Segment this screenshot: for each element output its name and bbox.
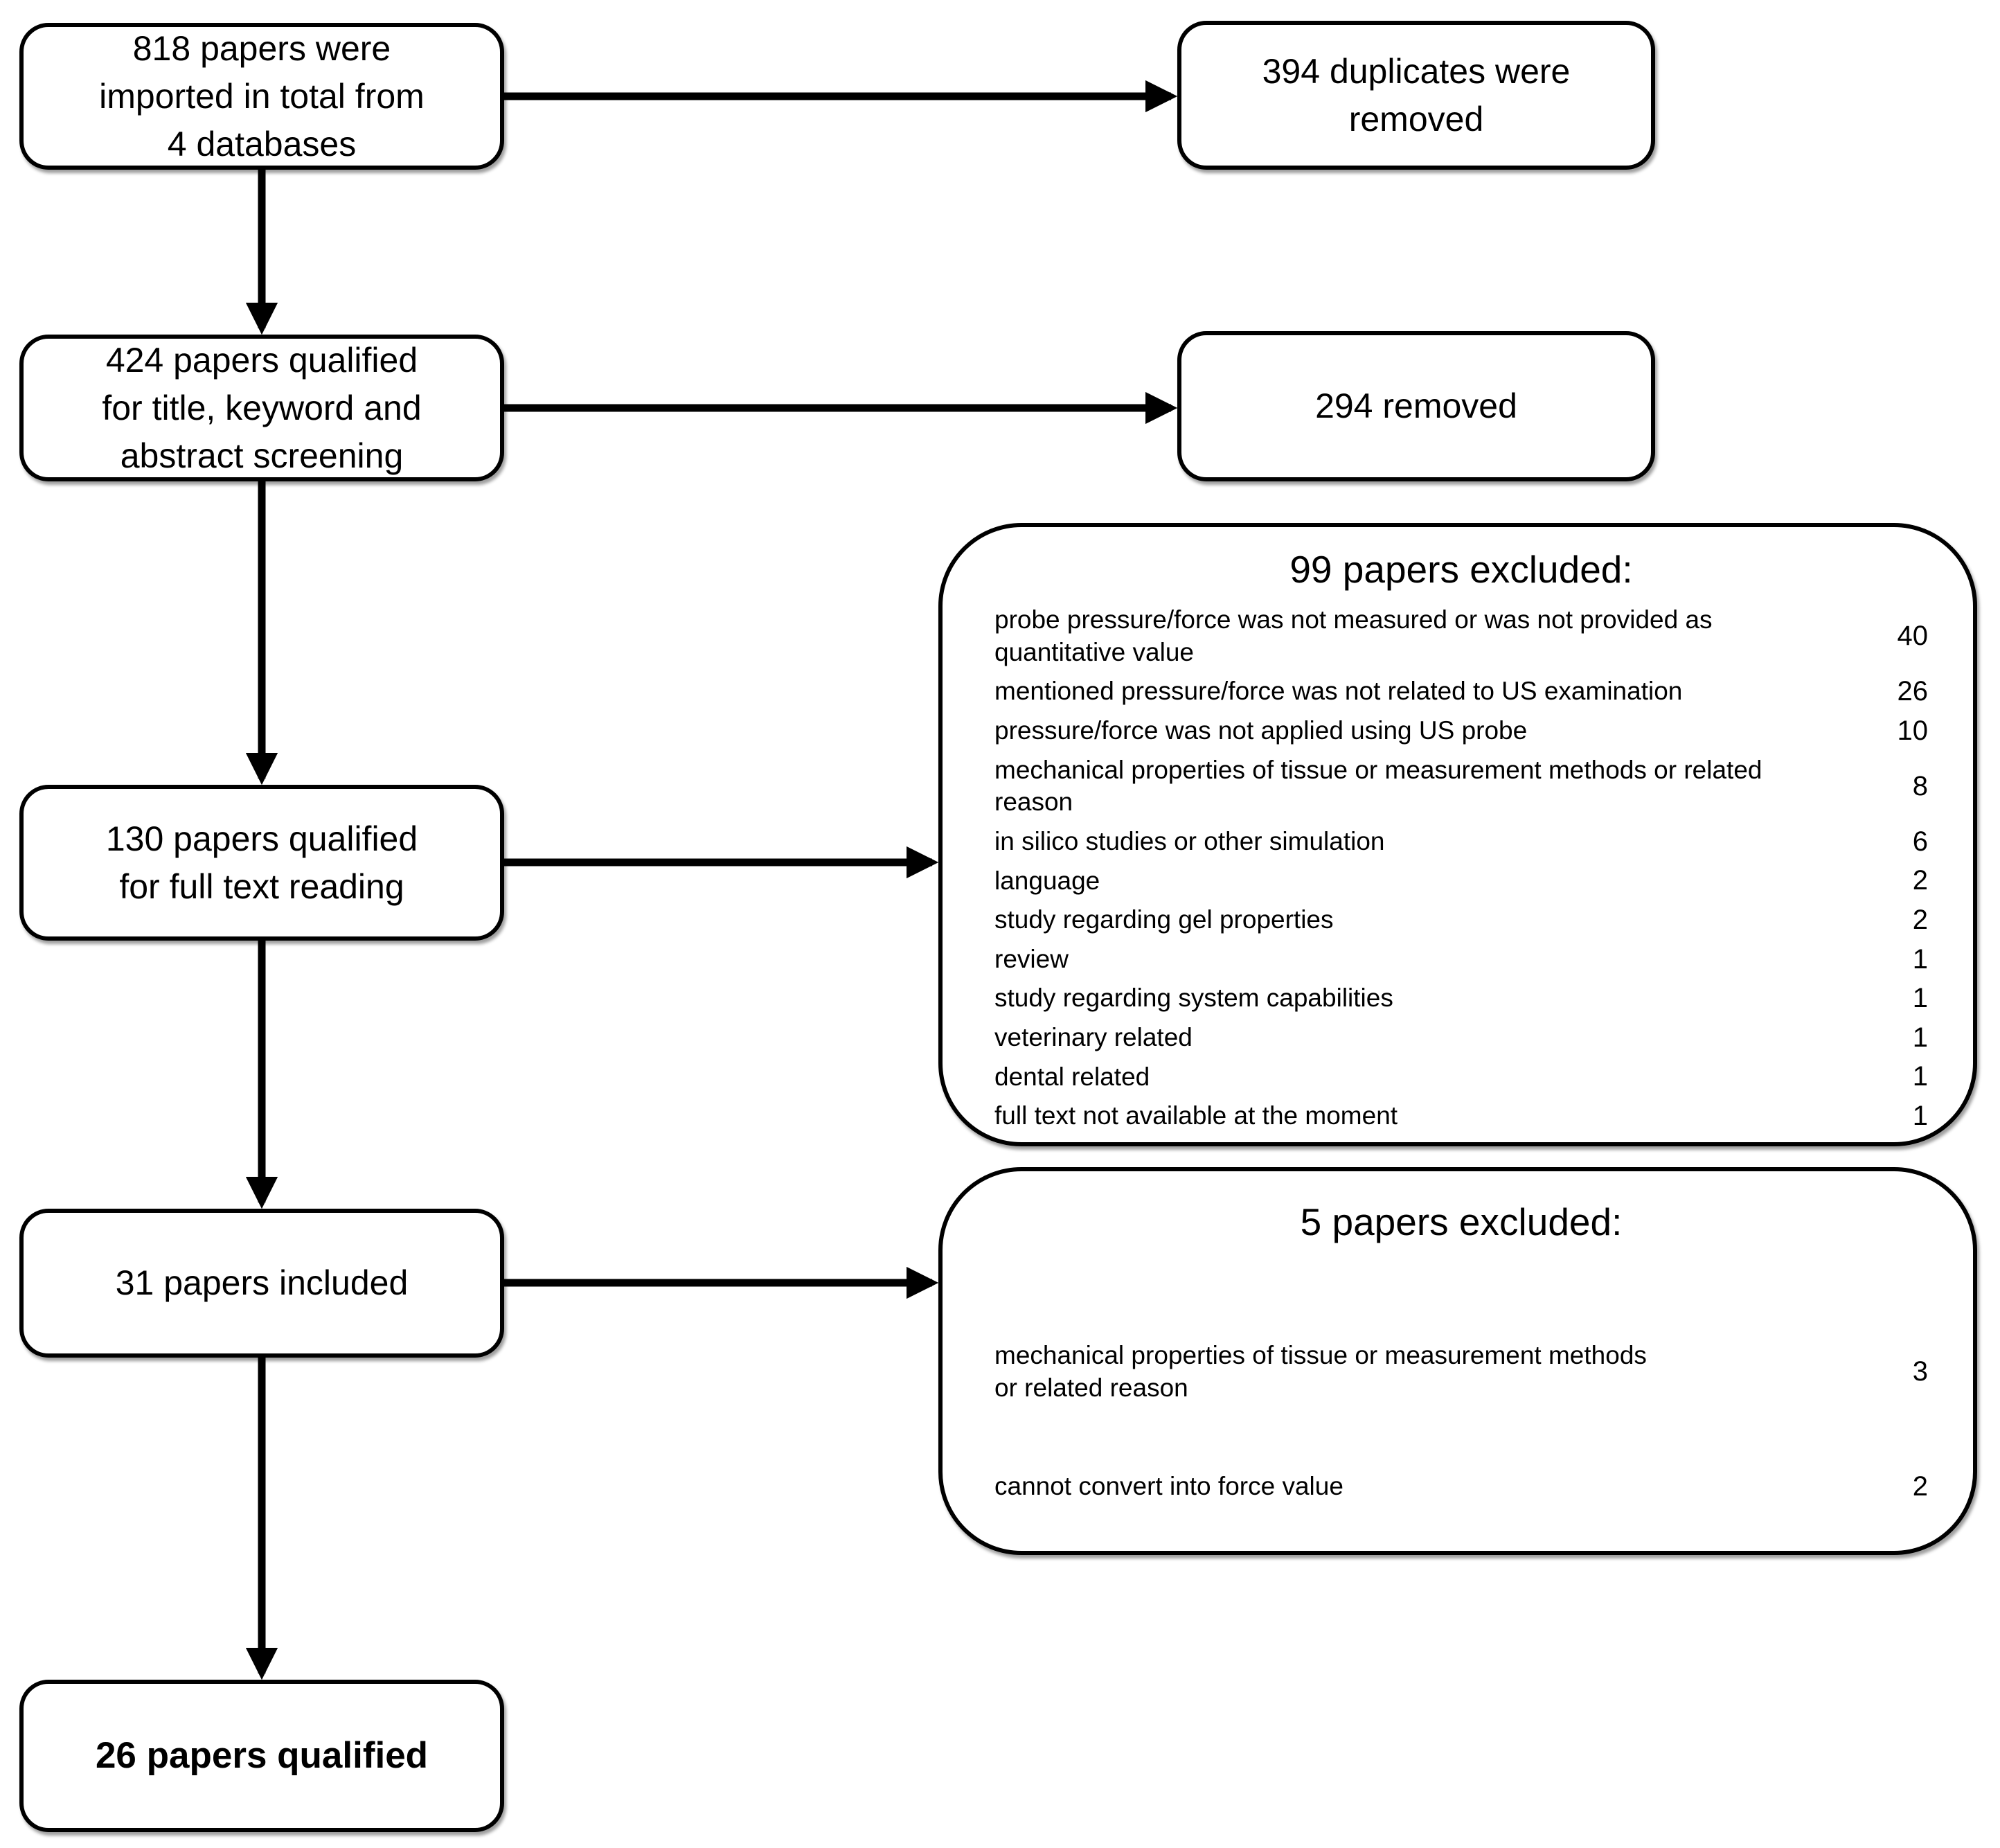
excluded-5-reason-row: mechanical properties of tissue or measu… (994, 1340, 1928, 1404)
reason-count: 40 (1897, 621, 1929, 652)
excluded-99-reason-row: pressure/force was not applied using US … (994, 715, 1928, 747)
excluded-5-title: 5 papers excluded: (1300, 1200, 1623, 1243)
reason-label: study regarding system capabilities (994, 984, 1393, 1013)
box-excluded-99: 99 papers excluded: probe pressure/force… (938, 523, 1977, 1146)
excluded-99-reason-row: dental related 1 (994, 1061, 1928, 1094)
reason-count: 2 (1912, 904, 1928, 935)
reason-count: 6 (1912, 826, 1928, 857)
reason-count: 8 (1912, 770, 1928, 801)
reason-label: in silico studies or other simulation (994, 826, 1385, 855)
reason-label: full text not available at the moment (994, 1101, 1398, 1130)
excluded-99-reason-row: language 2 (994, 865, 1928, 898)
box-papers-imported: 818 papers were imported in total from 4… (19, 23, 504, 170)
reason-label: mentioned pressure/force was not related… (994, 677, 1683, 706)
reason-label: pressure/force was not applied using US … (994, 716, 1528, 745)
reason-count: 3 (1912, 1356, 1928, 1387)
box-title-abstract-screening-label: 424 papers qualified for title, keyword … (102, 340, 422, 475)
box-papers-qualified: 26 papers qualified (19, 1680, 504, 1832)
reason-count: 2 (1912, 1471, 1928, 1502)
reason-count: 26 (1897, 676, 1929, 707)
box-papers-qualified-label: 26 papers qualified (95, 1735, 429, 1777)
reason-label: language (994, 866, 1100, 895)
excluded-99-reason-row: in silico studies or other simulation 6 (994, 826, 1928, 858)
box-papers-included: 31 papers included (19, 1209, 504, 1358)
excluded-99-reason-row: mentioned pressure/force was not related… (994, 675, 1928, 708)
reason-count: 1 (1912, 943, 1928, 975)
box-294-removed: 294 removed (1177, 331, 1655, 481)
reason-count: 10 (1897, 715, 1929, 746)
box-papers-imported-label: 818 papers were imported in total from 4… (99, 28, 425, 163)
reason-count: 2 (1912, 865, 1928, 896)
reason-label: review (994, 944, 1069, 973)
reason-label: veterinary related (994, 1022, 1193, 1051)
reason-label: study regarding gel properties (994, 905, 1334, 934)
excluded-99-reason-row: mechanical properties of tissue or measu… (994, 754, 1928, 819)
excluded-99-reason-row: veterinary related 1 (994, 1022, 1928, 1054)
box-papers-included-label: 31 papers included (115, 1263, 409, 1302)
reason-label: dental related (994, 1062, 1150, 1091)
excluded-99-reason-row: full text not available at the moment 1 (994, 1100, 1928, 1132)
box-duplicates-removed: 394 duplicates were removed (1177, 21, 1655, 170)
box-full-text-reading-label: 130 papers qualified for full text readi… (105, 819, 418, 906)
box-excluded-5: 5 papers excluded: mechanical properties… (938, 1167, 1977, 1555)
reason-count: 1 (1912, 1100, 1928, 1131)
excluded-99-reason-row: review 1 (994, 943, 1928, 976)
box-full-text-reading: 130 papers qualified for full text readi… (19, 785, 504, 941)
excluded-5-reason-row: cannot convert into force value 2 (994, 1471, 1928, 1503)
reason-label: cannot convert into force value (994, 1472, 1343, 1501)
reason-label: mechanical properties of tissue or measu… (994, 1341, 1647, 1402)
box-294-removed-label: 294 removed (1315, 387, 1517, 425)
reason-count: 1 (1912, 1022, 1928, 1053)
box-duplicates-removed-label: 394 duplicates were removed (1262, 51, 1571, 139)
excluded-99-title: 99 papers excluded: (1289, 548, 1633, 591)
box-title-abstract-screening: 424 papers qualified for title, keyword … (19, 335, 504, 481)
excluded-99-reason-row: study regarding system capabilities 1 (994, 982, 1928, 1015)
reason-count: 1 (1912, 1061, 1928, 1092)
excluded-99-reason-row: study regarding gel properties 2 (994, 904, 1928, 936)
reason-label: probe pressure/force was not measured or… (994, 605, 1713, 666)
reason-label: mechanical properties of tissue or measu… (994, 755, 1762, 817)
excluded-99-reason-row: probe pressure/force was not measured or… (994, 604, 1928, 668)
reason-count: 1 (1912, 983, 1928, 1014)
